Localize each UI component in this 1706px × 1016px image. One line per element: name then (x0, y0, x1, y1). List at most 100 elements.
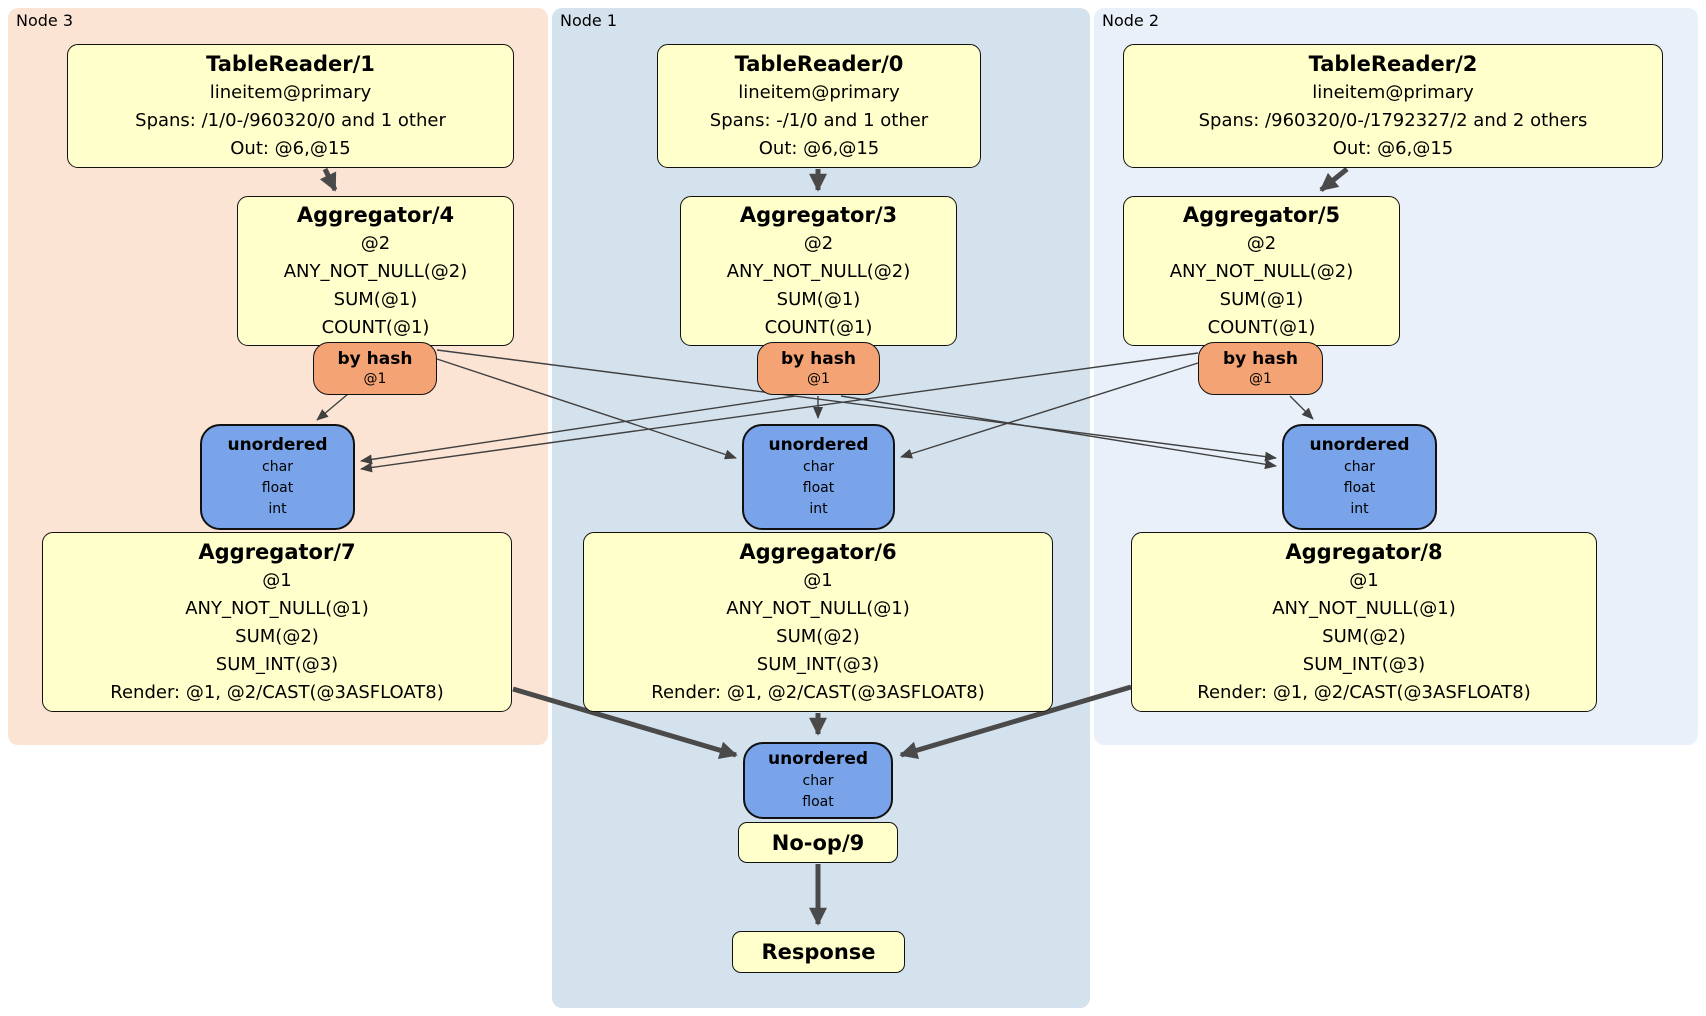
agg-func-label: ANY_NOT_NULL(@1) (185, 598, 369, 619)
agg-func-label: ANY_NOT_NULL(@2) (726, 261, 911, 282)
aggregator-5-box: Aggregator/5 @2 ANY_NOT_NULL(@2) SUM(@1)… (1123, 196, 1400, 346)
agg-func-label: ANY_NOT_NULL(@2) (283, 261, 468, 282)
sync-type-label: int (809, 501, 828, 517)
agg-func-label: SUM(@1) (1219, 289, 1304, 310)
region-label-node2: Node 2 (1102, 11, 1160, 30)
render-label: Render: @1, @2/CAST(@3ASFLOAT8) (651, 682, 985, 703)
processor-title: TableReader/2 (1308, 52, 1478, 76)
aggregator-8-box: Aggregator/8 @1 ANY_NOT_NULL(@1) SUM(@2)… (1131, 532, 1597, 712)
spans-label: Spans: -/1/0 and 1 other (709, 110, 929, 131)
agg-func-label: SUM(@2) (1322, 626, 1406, 647)
router-title: by hash (781, 349, 856, 369)
router-column-label: @1 (807, 371, 830, 387)
hash-router-node1: by hash @1 (757, 342, 880, 395)
groupby-label: @2 (803, 233, 834, 254)
groupby-label: @1 (262, 570, 292, 591)
agg-func-label: COUNT(@1) (321, 317, 430, 338)
aggregator-6-box: Aggregator/6 @1 ANY_NOT_NULL(@1) SUM(@2)… (583, 532, 1053, 712)
groupby-label: @2 (1246, 233, 1277, 254)
out-label: Out: @6,@15 (1332, 138, 1454, 159)
sync-type-label: float (1343, 480, 1376, 496)
sync-title: unordered (1309, 435, 1410, 455)
aggregator-3-box: Aggregator/3 @2 ANY_NOT_NULL(@2) SUM(@1)… (680, 196, 957, 346)
processor-title: Response (761, 940, 876, 964)
aggregator-7-box: Aggregator/7 @1 ANY_NOT_NULL(@1) SUM(@2)… (42, 532, 512, 712)
agg-func-label: ANY_NOT_NULL(@1) (726, 598, 910, 619)
tablereader-0-box: TableReader/0 lineitem@primary Spans: -/… (657, 44, 981, 168)
spans-label: Spans: /960320/0-/1792327/2 and 2 others (1198, 110, 1588, 131)
index-label: lineitem@primary (209, 82, 372, 103)
render-label: Render: @1, @2/CAST(@3ASFLOAT8) (1197, 682, 1531, 703)
agg-func-label: SUM(@1) (776, 289, 861, 310)
tablereader-1-box: TableReader/1 lineitem@primary Spans: /1… (67, 44, 514, 168)
sync-type-label: char (802, 773, 834, 789)
processor-title: No-op/9 (771, 830, 865, 855)
unordered-sync-node1: unordered char float int (742, 424, 895, 530)
response-box: Response (732, 931, 905, 973)
edge-router1-sync2 (840, 395, 1277, 470)
region-label-node1: Node 1 (560, 11, 618, 30)
sync-type-label: float (261, 480, 294, 496)
edge-tablereader2-aggregator5 (1319, 167, 1349, 192)
edge-router1-sync3 (360, 395, 796, 465)
edge-router2-sync2 (1289, 395, 1314, 420)
sync-type-label: char (803, 459, 834, 475)
sync-title: unordered (768, 435, 869, 455)
agg-func-label: SUM_INT(@3) (1302, 654, 1426, 675)
agg-func-label: SUM_INT(@3) (756, 654, 880, 675)
groupby-label: @1 (803, 570, 833, 591)
edge-aggregator8-final-sync (899, 684, 1132, 760)
sync-title: unordered (227, 435, 328, 455)
processor-title: Aggregator/7 (198, 540, 356, 564)
aggregator-4-box: Aggregator/4 @2 ANY_NOT_NULL(@2) SUM(@1)… (237, 196, 514, 346)
processor-title: Aggregator/8 (1285, 540, 1443, 564)
processor-title: TableReader/0 (734, 52, 904, 76)
sync-type-label: float (802, 480, 835, 496)
processor-title: Aggregator/6 (739, 540, 897, 564)
edge-router2-sync3 (360, 352, 1199, 473)
sync-type-label: int (1350, 501, 1369, 517)
spans-label: Spans: /1/0-/960320/0 and 1 other (135, 110, 446, 131)
render-label: Render: @1, @2/CAST(@3ASFLOAT8) (110, 682, 444, 703)
sync-title: unordered (767, 749, 869, 769)
region-label-node3: Node 3 (16, 11, 74, 30)
sync-type-label: char (262, 459, 293, 475)
out-label: Out: @6,@15 (230, 138, 351, 159)
groupby-label: @1 (1349, 570, 1379, 591)
agg-func-label: SUM_INT(@3) (215, 654, 339, 675)
tablereader-2-box: TableReader/2 lineitem@primary Spans: /9… (1123, 44, 1663, 168)
processor-title: Aggregator/4 (296, 203, 455, 227)
agg-func-label: COUNT(@1) (764, 317, 873, 338)
edge-router3-sync1 (436, 358, 737, 460)
hash-router-node2: by hash @1 (1198, 342, 1323, 395)
router-title: by hash (337, 349, 413, 369)
agg-func-label: SUM(@1) (333, 289, 418, 310)
groupby-label: @2 (360, 233, 391, 254)
unordered-sync-node3: unordered char float int (200, 424, 355, 530)
unordered-sync-node2: unordered char float int (1282, 424, 1437, 530)
index-label: lineitem@primary (738, 82, 900, 103)
agg-func-label: SUM(@2) (776, 626, 860, 647)
agg-func-label: SUM(@2) (235, 626, 319, 647)
router-column-label: @1 (1249, 371, 1272, 387)
out-label: Out: @6,@15 (758, 138, 880, 159)
index-label: lineitem@primary (1312, 82, 1474, 103)
edge-tablereader1-aggregator4 (319, 167, 338, 192)
noop-box: No-op/9 (738, 822, 898, 863)
edge-aggregator7-final-sync (512, 686, 738, 760)
edge-router2-sync1 (900, 362, 1199, 459)
agg-func-label: ANY_NOT_NULL(@2) (1169, 261, 1354, 282)
unordered-sync-final: unordered char float (743, 742, 893, 819)
edge-router3-sync2 (436, 349, 1277, 462)
hash-router-node3: by hash @1 (313, 342, 437, 395)
sync-type-label: char (1344, 459, 1375, 475)
processor-title: Aggregator/5 (1182, 203, 1341, 227)
agg-func-label: ANY_NOT_NULL(@1) (1272, 598, 1456, 619)
agg-func-label: COUNT(@1) (1207, 317, 1316, 338)
router-column-label: @1 (363, 371, 387, 387)
processor-title: Aggregator/3 (739, 203, 898, 227)
sync-type-label: float (802, 794, 834, 810)
sync-type-label: int (268, 501, 287, 517)
